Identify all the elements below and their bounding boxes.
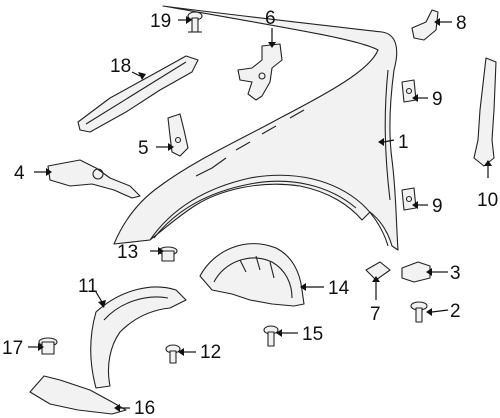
- bracket-5: [167, 113, 189, 157]
- callout-6: 6: [265, 8, 276, 29]
- nut-3: [401, 261, 431, 283]
- callout-18: 18: [110, 56, 131, 77]
- leader-lines: [28, 19, 489, 409]
- seal-strip-18: [77, 55, 199, 133]
- screw-12: [165, 344, 181, 364]
- screw-15: [263, 325, 279, 347]
- bracket-6: [237, 43, 283, 101]
- callout-7: 7: [370, 304, 381, 325]
- fastener-13: [158, 246, 178, 262]
- liner-14: [199, 243, 305, 307]
- bracket-10: [473, 57, 497, 167]
- fastener-17: [38, 337, 58, 355]
- callout-11: 11: [78, 276, 98, 297]
- callout-13: 13: [117, 242, 138, 263]
- callout-15: 15: [302, 324, 323, 345]
- callout-17: 17: [2, 338, 23, 359]
- clip-9-lower: [401, 187, 417, 211]
- callout-12: 12: [200, 342, 221, 363]
- liner-11: [90, 286, 187, 389]
- clip-7: [365, 261, 391, 281]
- clip-19: [187, 11, 203, 33]
- callout-10: 10: [477, 190, 498, 211]
- plate-4: [47, 159, 141, 199]
- callout-4: 4: [14, 163, 25, 184]
- clip-9-upper: [401, 79, 417, 103]
- clip-8: [411, 9, 439, 41]
- callout-14: 14: [328, 278, 350, 299]
- callout-2: 2: [450, 301, 461, 322]
- arrowheads: [38, 16, 492, 412]
- screw-2: [410, 301, 428, 323]
- callout-1: 1: [398, 132, 409, 153]
- shield-16: [29, 375, 127, 415]
- callout-9-upper: 9: [432, 89, 443, 110]
- callout-labels: 1 2 3 4 5 6 7 8 9 9 10 11 12 13 14 15 16…: [2, 8, 498, 418]
- callout-19: 19: [150, 11, 171, 32]
- callout-16: 16: [134, 398, 155, 418]
- callout-9-lower: 9: [432, 196, 443, 217]
- callout-3: 3: [450, 263, 461, 284]
- callout-5: 5: [138, 138, 149, 159]
- callout-8: 8: [456, 13, 467, 34]
- fender-panel: [113, 5, 399, 251]
